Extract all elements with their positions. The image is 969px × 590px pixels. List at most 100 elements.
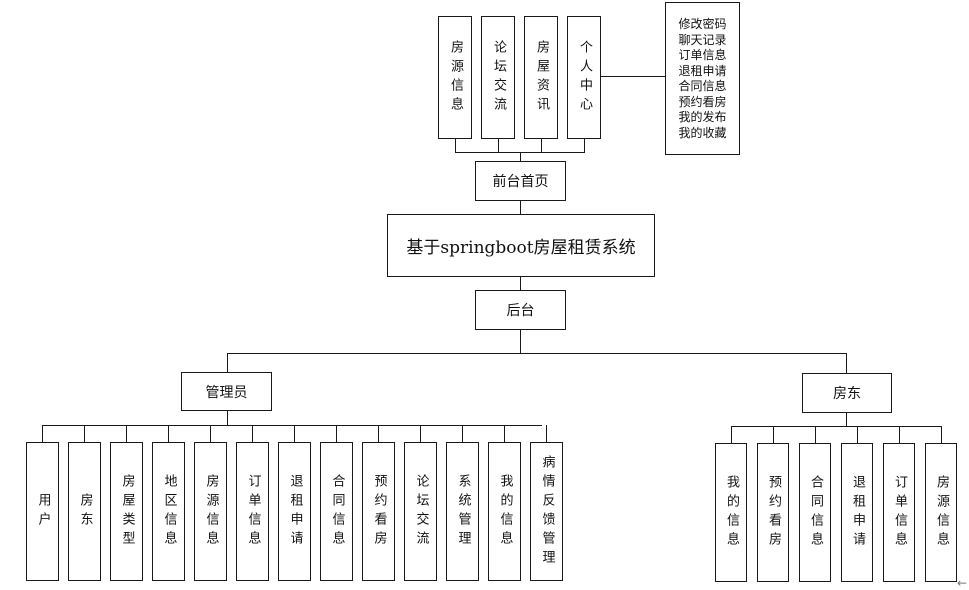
module-label: 订单信息 — [892, 474, 907, 551]
connector-front-drops — [541, 138, 542, 153]
module-label: 订单信息 — [245, 473, 261, 550]
module-connector — [773, 426, 774, 443]
personal-center-item: 退租申请 — [678, 63, 727, 78]
corner-arrow-icon: ← — [957, 576, 968, 590]
module-label: 房东 — [77, 492, 93, 531]
module-connector — [378, 425, 379, 442]
module-connector — [546, 425, 547, 442]
module-label: 退租申请 — [287, 473, 303, 550]
module-box[interactable]: 房源信息 — [194, 442, 227, 581]
module-box[interactable]: 订单信息 — [883, 443, 915, 582]
connector-personal-center — [601, 76, 666, 77]
module-connector — [941, 426, 942, 443]
module-label: 合同信息 — [808, 474, 823, 551]
module-connector — [815, 426, 816, 443]
module-box[interactable]: 预约看房 — [757, 443, 789, 582]
landlord-role-label: 房东 — [833, 386, 861, 402]
module-box[interactable]: 论坛交流 — [404, 442, 437, 581]
module-label: 我的信息 — [497, 473, 513, 550]
admin-role-node[interactable]: 管理员 — [181, 372, 272, 411]
module-label: 房源信息 — [203, 473, 219, 550]
front-module-label: 房屋资讯 — [534, 39, 549, 116]
backend-label: 后台 — [506, 303, 535, 319]
connector-admin-down — [227, 410, 228, 426]
module-box[interactable]: 用户 — [26, 442, 59, 581]
module-box[interactable]: 系统管理 — [446, 442, 479, 581]
connector-landlord-down — [846, 412, 847, 427]
landlord-role-node[interactable]: 房东 — [802, 373, 892, 413]
module-box[interactable]: 退租申请 — [841, 443, 873, 582]
connector-root-back — [520, 276, 521, 290]
module-connector — [126, 425, 127, 442]
front-module-label: 论坛交流 — [491, 39, 506, 116]
connector-front-drops — [584, 138, 585, 153]
module-connector — [857, 426, 858, 443]
module-connector — [168, 425, 169, 442]
connector-front-drops — [498, 138, 499, 153]
personal-center-item: 我的收藏 — [678, 125, 727, 140]
module-box[interactable]: 合同信息 — [320, 442, 353, 581]
personal-center-item: 订单信息 — [678, 48, 727, 62]
personal-center-item: 合同信息 — [678, 79, 727, 93]
module-connector — [336, 425, 337, 442]
module-box[interactable]: 预约看房 — [362, 442, 395, 581]
connector-role-bar — [227, 353, 847, 354]
module-label: 论坛交流 — [413, 473, 429, 550]
module-label: 退租申请 — [850, 474, 865, 551]
front-module-personal-center[interactable]: 个人中心 — [567, 16, 601, 139]
module-box[interactable]: 房东 — [68, 442, 101, 581]
connector-front-drops — [455, 138, 456, 153]
module-label: 预约看房 — [371, 473, 387, 550]
front-module-listing-info[interactable]: 房源信息 — [438, 16, 472, 139]
connector-landlord-bar — [731, 426, 942, 427]
connector-back-stem — [520, 329, 521, 354]
personal-center-item: 聊天记录 — [678, 32, 727, 47]
module-label: 我的信息 — [724, 474, 739, 551]
module-connector — [462, 425, 463, 442]
front-module-forum[interactable]: 论坛交流 — [481, 16, 515, 139]
module-connector — [42, 425, 43, 442]
connector-front-root — [520, 200, 521, 214]
module-label: 系统管理 — [455, 473, 471, 550]
module-label: 病情反馈管理 — [539, 454, 555, 569]
module-label: 用户 — [35, 492, 51, 531]
module-label: 合同信息 — [329, 473, 345, 550]
module-box[interactable]: 病情反馈管理 — [530, 442, 563, 581]
connector-landlord-stem — [846, 353, 847, 374]
module-box[interactable]: 我的信息 — [488, 442, 521, 581]
module-connector — [252, 425, 253, 442]
module-connector — [294, 425, 295, 442]
personal-center-item: 修改密码 — [678, 17, 727, 31]
module-connector — [84, 425, 85, 442]
backend-node[interactable]: 后台 — [475, 290, 566, 330]
front-home-node[interactable]: 前台首页 — [475, 161, 566, 201]
front-module-housing-news[interactable]: 房屋资讯 — [524, 16, 558, 139]
system-title: 基于springboot房屋租赁系统 — [406, 238, 636, 258]
module-label: 房源信息 — [934, 474, 949, 551]
personal-center-item: 我的发布 — [678, 110, 727, 124]
connector-front-stem — [520, 152, 521, 161]
module-box[interactable]: 订单信息 — [236, 442, 269, 581]
module-box[interactable]: 合同信息 — [799, 443, 831, 582]
module-box[interactable]: 地区信息 — [152, 442, 185, 581]
module-label: 房屋类型 — [119, 473, 135, 550]
front-home-label: 前台首页 — [492, 174, 549, 190]
personal-center-item: 预约看房 — [678, 94, 727, 109]
module-box[interactable]: 房源信息 — [925, 443, 957, 582]
module-label: 预约看房 — [766, 474, 781, 551]
module-box[interactable]: 我的信息 — [715, 443, 747, 582]
connector-admin-stem — [227, 353, 228, 373]
system-root-node: 基于springboot房屋租赁系统 — [387, 214, 655, 277]
module-connector — [210, 425, 211, 442]
module-connector — [731, 426, 732, 443]
front-module-label: 房源信息 — [448, 39, 463, 116]
module-label: 地区信息 — [161, 473, 177, 550]
module-connector — [899, 426, 900, 443]
module-box[interactable]: 退租申请 — [278, 442, 311, 581]
module-connector — [504, 425, 505, 442]
module-box[interactable]: 房屋类型 — [110, 442, 143, 581]
admin-role-label: 管理员 — [205, 384, 248, 401]
personal-center-items-box: 修改密码 聊天记录 订单信息 退租申请 合同信息 预约看房 我的发布 我的收藏 — [665, 2, 740, 155]
connector-admin-bar — [42, 425, 542, 426]
